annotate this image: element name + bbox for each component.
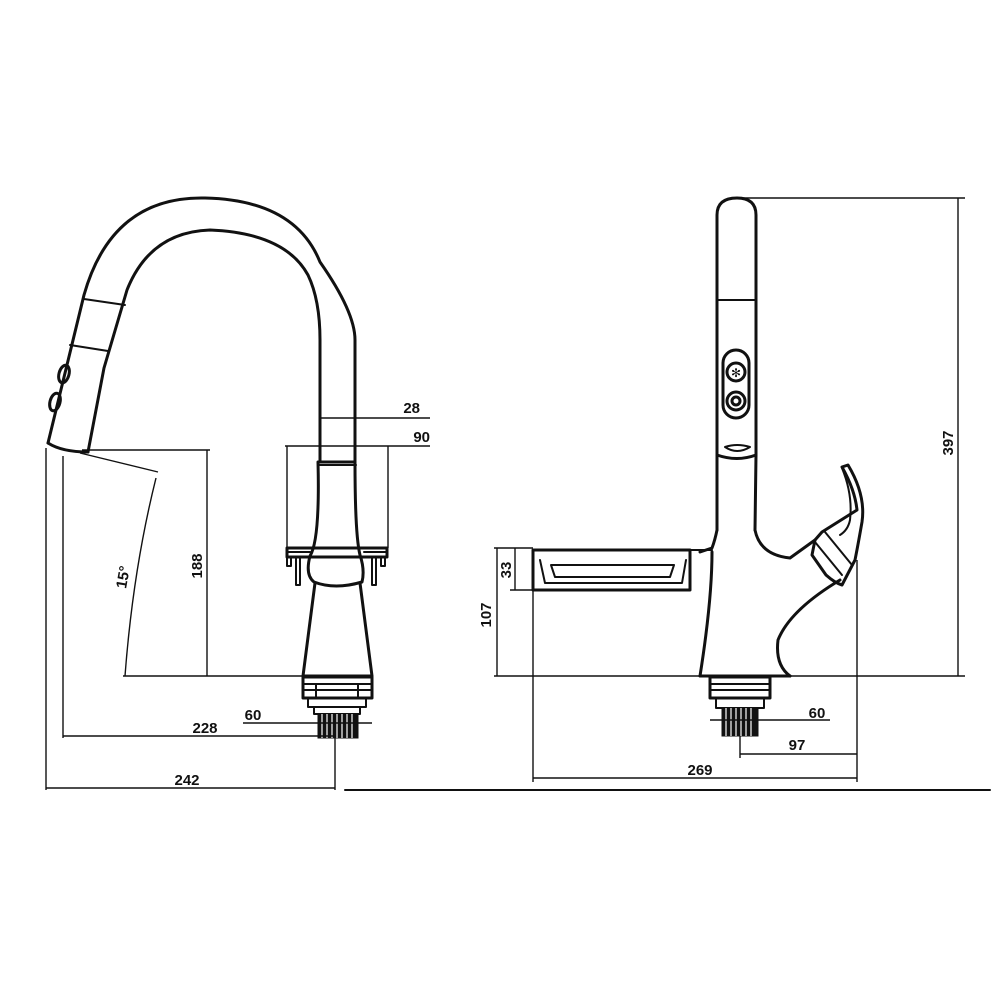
dim-body-width: 90 xyxy=(413,429,430,446)
side-body xyxy=(531,463,865,678)
front-view: 28 90 15° 188 60 228 242 xyxy=(45,196,430,790)
side-spout: ✻ xyxy=(715,196,758,532)
front-spout xyxy=(46,196,357,464)
dim-reach-to-outlet: 228 xyxy=(192,720,217,737)
dim-spout-height: 188 xyxy=(189,553,206,578)
side-view: ✻ xyxy=(478,196,965,782)
side-dimension-lines xyxy=(494,197,965,782)
front-dimension-labels: 28 90 15° 188 60 228 242 xyxy=(113,400,430,789)
dim-overall-reach: 242 xyxy=(174,772,199,789)
ring-icon xyxy=(730,395,742,407)
side-dimension-labels: 397 107 33 60 97 269 xyxy=(478,430,957,779)
side-shank xyxy=(708,675,772,737)
snowflake-icon: ✻ xyxy=(731,366,741,380)
dim-front-base-diameter: 60 xyxy=(245,707,262,724)
dim-overall-depth: 269 xyxy=(687,762,712,779)
dim-spout-diameter: 28 xyxy=(403,400,420,417)
front-shank xyxy=(301,675,374,739)
dim-side-base-diameter: 60 xyxy=(809,705,826,722)
dim-base-height: 107 xyxy=(478,602,495,627)
dim-handle-offset: 97 xyxy=(789,737,806,754)
front-dimension-lines xyxy=(45,412,430,790)
front-body xyxy=(285,460,389,678)
dim-shelf-height: 33 xyxy=(498,562,515,579)
dim-overall-height: 397 xyxy=(940,430,957,455)
dim-spray-angle: 15° xyxy=(113,565,134,590)
